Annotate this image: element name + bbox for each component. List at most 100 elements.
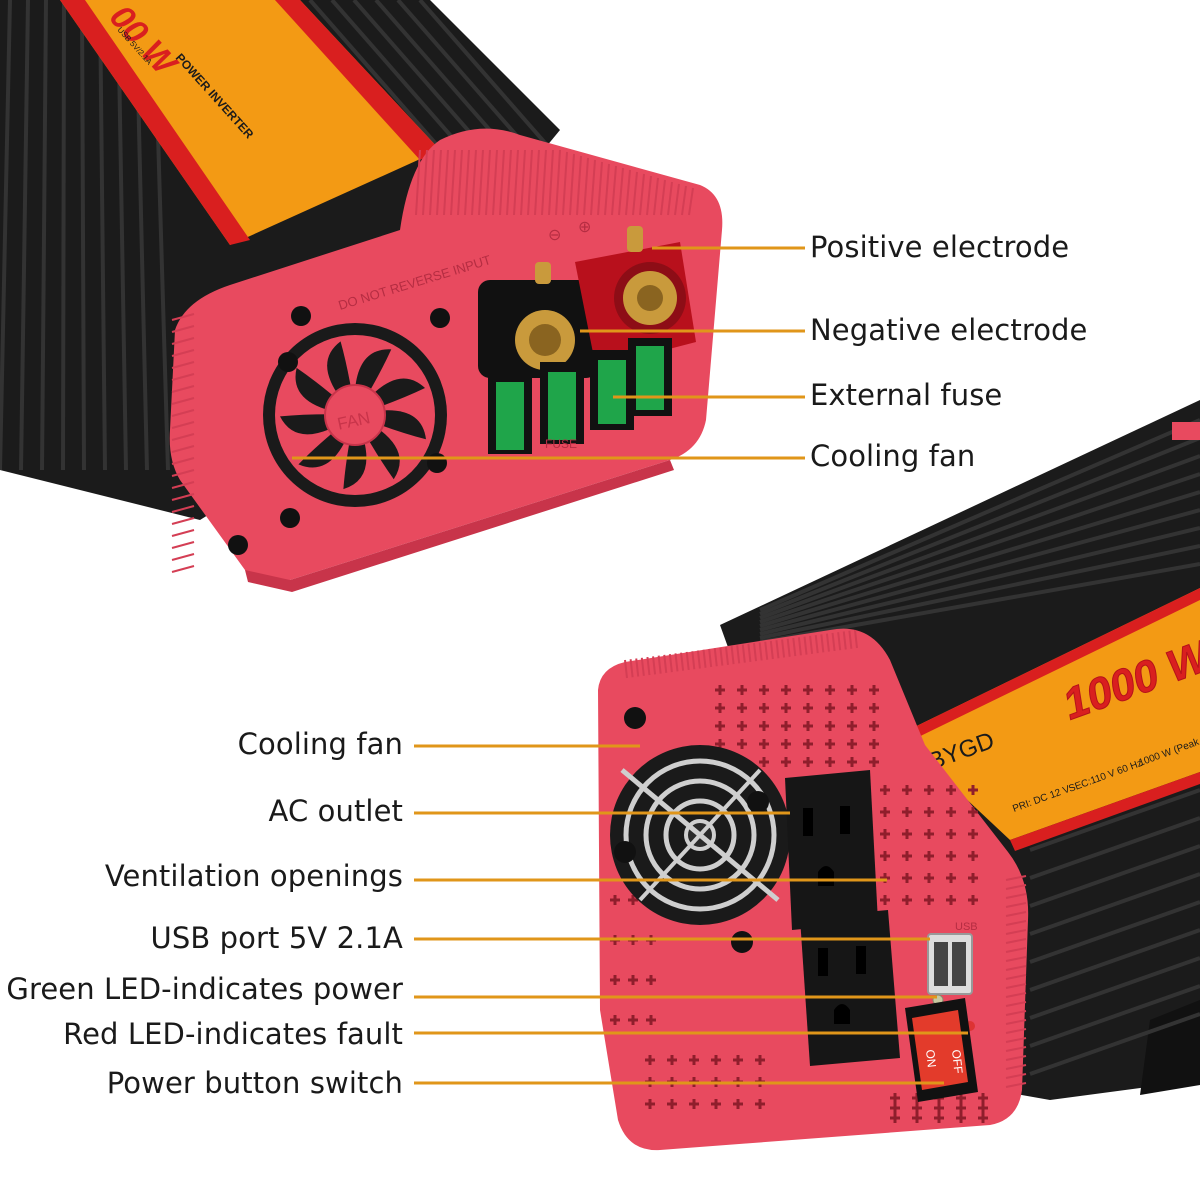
vent-opening <box>946 873 956 883</box>
vent-opening <box>759 757 769 767</box>
fin <box>80 0 86 471</box>
rib <box>506 149 512 216</box>
ac-outlet-upper <box>785 770 878 930</box>
usb-ports: USB <box>927 921 978 995</box>
rib <box>640 657 645 676</box>
callout-negative-electrode: Negative electrode <box>810 313 1088 347</box>
rib <box>499 149 505 216</box>
rib <box>854 629 858 649</box>
positive-symbol: ⊕ <box>578 219 591 236</box>
rib <box>171 397 195 405</box>
rib <box>611 165 617 216</box>
rib <box>171 493 195 501</box>
vent-opening <box>902 785 912 795</box>
rib <box>837 632 842 651</box>
top-cooling-fan: FAN <box>263 323 447 507</box>
rib <box>1005 929 1027 935</box>
vent-opening <box>912 1113 922 1123</box>
vent-opening <box>924 873 934 883</box>
rib <box>769 640 774 660</box>
vent-opening <box>689 1099 699 1109</box>
fin <box>759 508 1200 632</box>
rib <box>590 159 596 216</box>
vent-opening <box>956 1113 966 1123</box>
vent-opening <box>946 785 956 795</box>
vent-opening <box>924 807 934 817</box>
usb-text: USB <box>955 921 978 933</box>
rib <box>1005 965 1027 971</box>
fin <box>1029 900 1200 964</box>
vent-opening <box>610 1015 620 1025</box>
ac-outlet-lower <box>800 910 900 1066</box>
rib <box>171 505 195 513</box>
vent-opening <box>880 851 890 861</box>
vent-opening <box>781 685 791 695</box>
rib <box>429 149 435 216</box>
fin <box>1029 788 1200 852</box>
rib <box>171 457 195 465</box>
fin <box>40 0 48 471</box>
vent-opening <box>803 739 813 749</box>
rib <box>562 151 568 216</box>
rib <box>685 651 690 671</box>
bracket <box>1140 1000 1200 1095</box>
rib <box>1005 1064 1027 1070</box>
fin <box>759 418 1200 612</box>
vent-opening <box>902 807 912 817</box>
vent-opening <box>645 1055 655 1065</box>
vent-opening <box>733 1099 743 1109</box>
rib <box>471 149 477 216</box>
rib <box>652 656 657 675</box>
rib <box>639 173 645 216</box>
fin <box>98 0 107 471</box>
vent-opening <box>803 703 813 713</box>
rib <box>569 153 575 216</box>
rib <box>1005 1055 1027 1061</box>
rib <box>1005 911 1027 917</box>
fin <box>1029 1012 1200 1076</box>
vent-opening <box>689 1055 699 1065</box>
rib <box>1005 1001 1027 1007</box>
callout-ac-outlet: AC outlet <box>268 794 403 828</box>
rib <box>736 645 741 664</box>
rib <box>464 149 470 216</box>
vent-opening <box>825 757 835 767</box>
vent-opening <box>890 1103 900 1113</box>
label-stripe <box>1010 772 1200 851</box>
rib <box>527 149 533 216</box>
rib <box>653 177 659 216</box>
rib <box>809 635 814 654</box>
rib <box>436 149 442 216</box>
vent-opening <box>610 895 620 905</box>
vent-opening <box>610 975 620 985</box>
rib <box>629 659 634 678</box>
rib <box>713 648 718 667</box>
rib <box>171 445 195 453</box>
rib <box>1005 956 1027 962</box>
vent-opening <box>755 1055 765 1065</box>
rib <box>443 149 449 216</box>
vent-opening <box>781 739 791 749</box>
rib <box>534 149 540 216</box>
fin <box>1029 872 1200 936</box>
fin <box>1029 844 1200 908</box>
vent-opening <box>667 1055 677 1065</box>
rib <box>597 161 603 216</box>
vent-opening <box>847 703 857 713</box>
rib <box>797 637 802 656</box>
fin <box>19 0 30 471</box>
rib <box>492 149 498 216</box>
rib <box>646 175 652 216</box>
vent-opening <box>825 685 835 695</box>
rib <box>681 185 687 216</box>
rib <box>171 385 195 393</box>
vent-opening <box>880 785 890 795</box>
vent-opening <box>924 895 934 905</box>
fin <box>759 436 1200 616</box>
rib <box>1005 1037 1027 1043</box>
vent-opening <box>715 721 725 731</box>
vent-opening <box>628 895 638 905</box>
fin <box>759 454 1200 620</box>
rib <box>730 645 735 665</box>
rib <box>1005 920 1027 926</box>
